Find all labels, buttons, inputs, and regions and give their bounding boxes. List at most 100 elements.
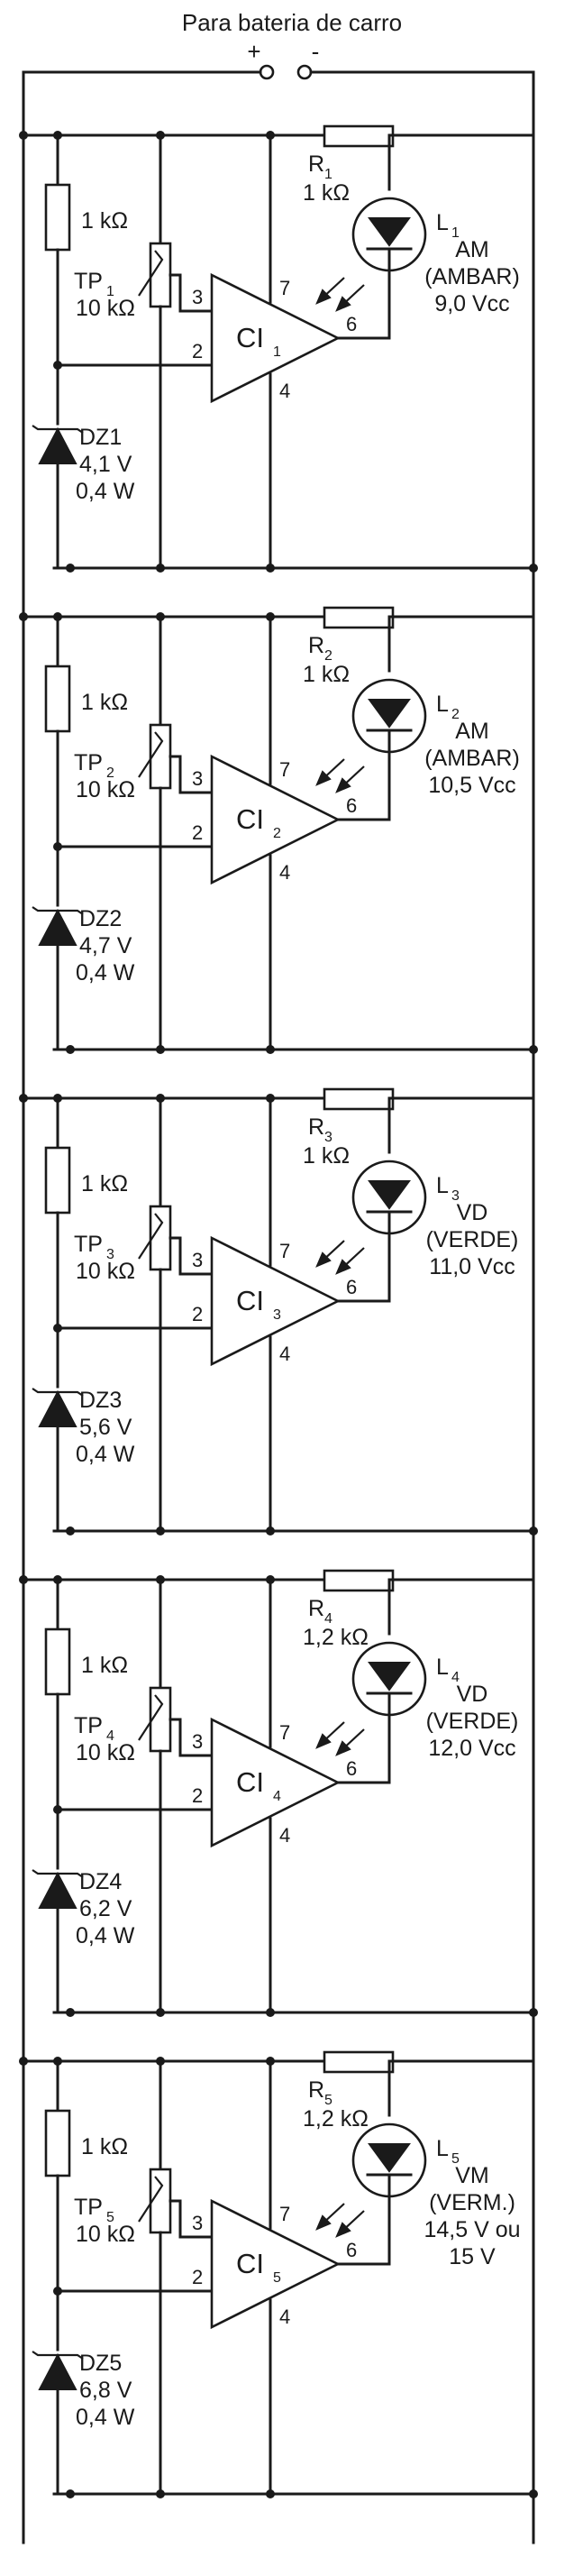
zener-diode-icon bbox=[38, 1871, 77, 1909]
resistor-led bbox=[323, 124, 395, 148]
junction-dot bbox=[156, 1045, 165, 1054]
zener-diode-icon bbox=[38, 1389, 77, 1427]
op-amp-label-sub: 2 bbox=[273, 826, 281, 841]
op-amp-label-sub: 1 bbox=[273, 344, 281, 360]
led-description-line: (AMBAR) bbox=[424, 746, 520, 771]
pin-6-label: 6 bbox=[346, 1276, 357, 1298]
junction-dot bbox=[266, 2008, 275, 2017]
zener-power: 0,4 W bbox=[76, 960, 135, 985]
pin-3-label: 3 bbox=[192, 1249, 203, 1271]
pin-2-label: 2 bbox=[192, 2266, 203, 2288]
trimpot-value: 10 kΩ bbox=[76, 296, 135, 321]
trimpot bbox=[149, 1686, 172, 1753]
trimpot bbox=[149, 1205, 172, 1271]
zener-voltage: 5,6 V bbox=[79, 1415, 132, 1440]
led-description-line: VD bbox=[457, 1200, 488, 1225]
resistor-1k bbox=[44, 665, 71, 733]
minus-terminal bbox=[296, 64, 313, 80]
light-arrow-head bbox=[315, 1733, 332, 1749]
led-description-line: VM bbox=[455, 2163, 489, 2188]
led-triangle bbox=[368, 1662, 411, 1691]
zener-bar bbox=[32, 906, 84, 915]
resistor-led-label-sub: 4 bbox=[324, 1611, 332, 1627]
resistor-1k-label: 1 kΩ bbox=[81, 1653, 128, 1678]
trimpot-label-sub: 4 bbox=[106, 1728, 114, 1744]
zener-label: DZ2 bbox=[79, 906, 122, 931]
pin-2-label: 2 bbox=[192, 821, 203, 844]
led-label: L bbox=[436, 1173, 449, 1198]
led-description-line: 11,0 Vcc bbox=[429, 1254, 515, 1279]
zener-bar bbox=[32, 1869, 84, 1878]
trimpot-label-sub: 5 bbox=[106, 2210, 114, 2225]
light-arrow-head bbox=[335, 1259, 351, 1275]
resistor-led bbox=[323, 2050, 395, 2074]
junction-dot bbox=[156, 2057, 165, 2066]
resistor-1k-label: 1 kΩ bbox=[81, 690, 128, 715]
wire-to-pin3 bbox=[169, 1718, 214, 1757]
resistor-led bbox=[323, 606, 395, 629]
junction-dot bbox=[19, 1575, 28, 1584]
junction-dot bbox=[53, 842, 62, 851]
led-label-sub: 2 bbox=[451, 707, 460, 722]
light-arrow-head bbox=[335, 777, 351, 793]
zener-diode-icon bbox=[38, 908, 77, 946]
resistor-1k-label: 1 kΩ bbox=[81, 2134, 128, 2159]
op-amp-label: CI bbox=[236, 322, 264, 353]
resistor-led-value: 1 kΩ bbox=[303, 1143, 350, 1169]
led-description-line: (VERM.) bbox=[429, 2190, 515, 2215]
pin-3-label: 3 bbox=[192, 1730, 203, 1753]
led-label: L bbox=[436, 692, 449, 717]
junction-dot bbox=[156, 1526, 165, 1536]
resistor-led-label: R bbox=[308, 1114, 324, 1140]
wire bbox=[52, 1425, 59, 1533]
resistor-1k-label: 1 kΩ bbox=[81, 1171, 128, 1196]
zener-label: DZ1 bbox=[79, 425, 122, 450]
led-label-sub: 1 bbox=[451, 225, 460, 241]
junction-dot bbox=[156, 2008, 165, 2017]
led-description-line: AM bbox=[455, 237, 489, 262]
led-description-line: 12,0 Vcc bbox=[428, 1736, 515, 1761]
wire-to-pin3 bbox=[169, 273, 214, 313]
zener-label: DZ5 bbox=[79, 2351, 122, 2376]
led-triangle bbox=[368, 2143, 411, 2173]
resistor-led-label: R bbox=[308, 1596, 324, 1621]
resistor-1k bbox=[44, 183, 71, 252]
junction-dot bbox=[53, 2287, 62, 2296]
led-triangle bbox=[368, 699, 411, 729]
resistor-led-label: R bbox=[308, 2077, 324, 2103]
junction-dot bbox=[53, 1094, 62, 1103]
light-arrow-head bbox=[335, 1740, 351, 1756]
op-amp-label: CI bbox=[236, 1766, 264, 1798]
led-label-sub: 4 bbox=[451, 1670, 460, 1685]
pin-4-label: 4 bbox=[279, 1343, 290, 1365]
junction-dot bbox=[66, 2008, 75, 2017]
trimpot-label: TP bbox=[74, 2195, 103, 2220]
resistor-led bbox=[323, 1087, 395, 1111]
resistor-led-value: 1 kΩ bbox=[303, 180, 350, 206]
minus-terminal-label: - bbox=[312, 38, 320, 65]
pin-7-label: 7 bbox=[279, 1721, 290, 1744]
wire-to-pin3 bbox=[169, 1236, 214, 1276]
led-label: L bbox=[436, 210, 449, 235]
pin-2-label: 2 bbox=[192, 1303, 203, 1325]
resistor-led bbox=[323, 1569, 395, 1592]
plus-terminal bbox=[259, 64, 275, 80]
trimpot-label: TP bbox=[74, 269, 103, 294]
junction-dot bbox=[66, 1526, 75, 1536]
resistor-led-label-sub: 3 bbox=[324, 1130, 332, 1145]
junction-dot bbox=[529, 2008, 538, 2017]
junction-dot bbox=[156, 2489, 165, 2498]
pin-6-label: 6 bbox=[346, 794, 357, 817]
light-arrow-head bbox=[315, 2214, 332, 2231]
trimpot-label-sub: 3 bbox=[106, 1247, 114, 1262]
junction-dot bbox=[529, 564, 538, 573]
zener-label: DZ3 bbox=[79, 1388, 122, 1413]
pin-3-label: 3 bbox=[192, 2212, 203, 2234]
zener-power: 0,4 W bbox=[76, 479, 135, 504]
wire bbox=[387, 1578, 395, 1636]
junction-dot bbox=[266, 1094, 275, 1103]
